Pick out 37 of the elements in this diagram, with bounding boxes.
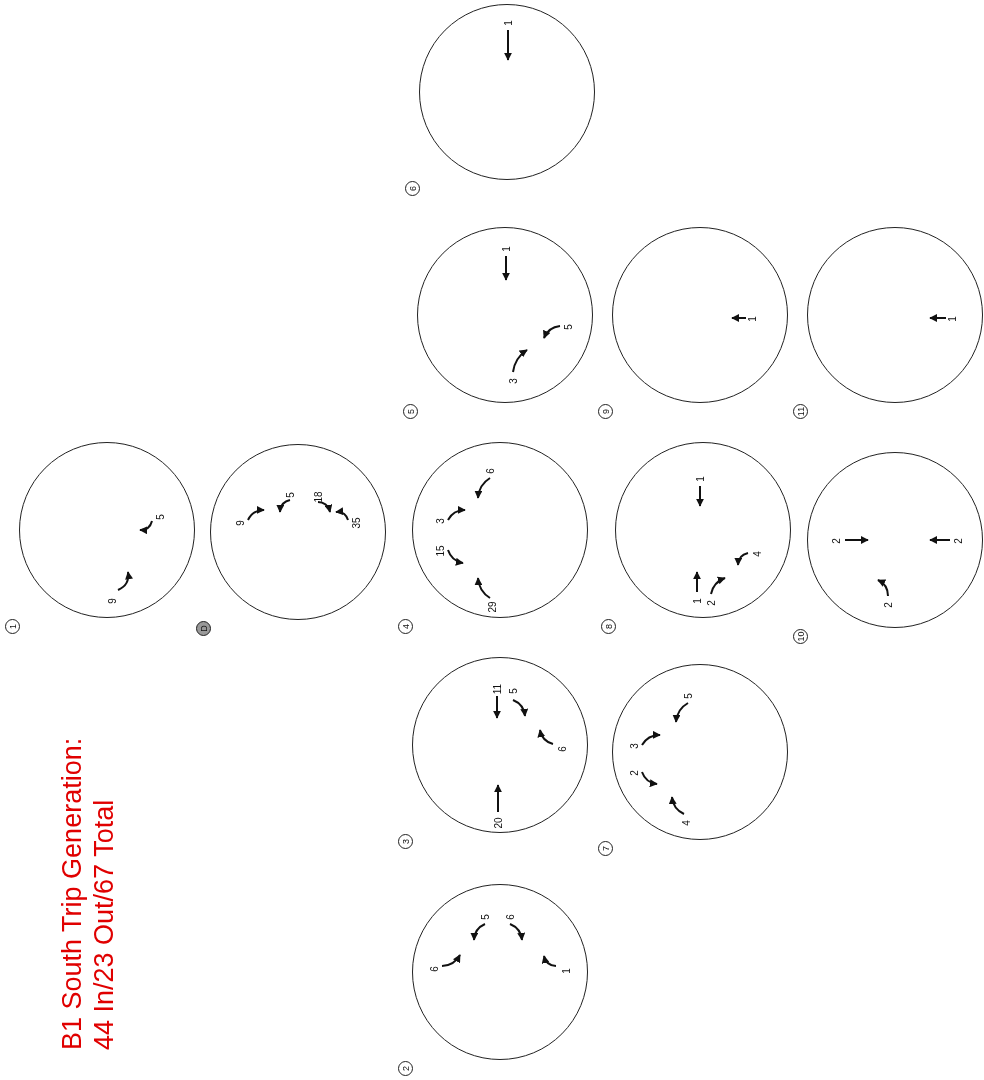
traffic-volume: 1 (504, 20, 514, 26)
traffic-volume: 6 (506, 914, 516, 920)
traffic-volume: 5 (684, 693, 694, 699)
traffic-volume: 4 (682, 820, 692, 826)
traffic-volume: 6 (558, 746, 568, 752)
traffic-volume: 18 (314, 491, 324, 503)
traffic-volume: 2 (884, 602, 894, 608)
traffic-volume: 9 (236, 520, 246, 526)
traffic-volume: 1 (696, 476, 706, 482)
traffic-volume: 35 (352, 517, 362, 529)
traffic-volume: 1 (562, 968, 572, 974)
traffic-volume: 4 (753, 551, 763, 557)
traffic-volume: 5 (564, 324, 574, 330)
traffic-volume: 29 (488, 601, 498, 613)
traffic-volume: 1 (748, 316, 758, 322)
traffic-volume: 20 (494, 817, 504, 829)
intersection-number: D (196, 621, 211, 636)
traffic-volume: 2 (707, 600, 717, 606)
traffic-volume: 3 (436, 518, 446, 524)
title: B1 South Trip Generation: 44 In/23 Out/67 Total (56, 736, 120, 1050)
traffic-volume: 5 (286, 492, 296, 498)
traffic-volume: 2 (954, 538, 964, 544)
traffic-volume: 3 (509, 378, 519, 384)
traffic-volume: 2 (832, 538, 842, 544)
traffic-volume: 5 (156, 514, 166, 520)
traffic-volume: 3 (630, 743, 640, 749)
traffic-volume: 15 (436, 545, 446, 557)
traffic-volume: 1 (693, 598, 703, 604)
traffic-volume: 11 (493, 683, 503, 695)
traffic-volume: 5 (509, 688, 519, 694)
traffic-volume: 1 (502, 246, 512, 252)
traffic-volume: 5 (481, 914, 491, 920)
traffic-volume: 6 (486, 468, 496, 474)
traffic-volume: 6 (430, 966, 440, 972)
traffic-volume: 2 (630, 770, 640, 776)
traffic-volume: 9 (108, 598, 118, 604)
traffic-volume: 1 (948, 316, 958, 322)
